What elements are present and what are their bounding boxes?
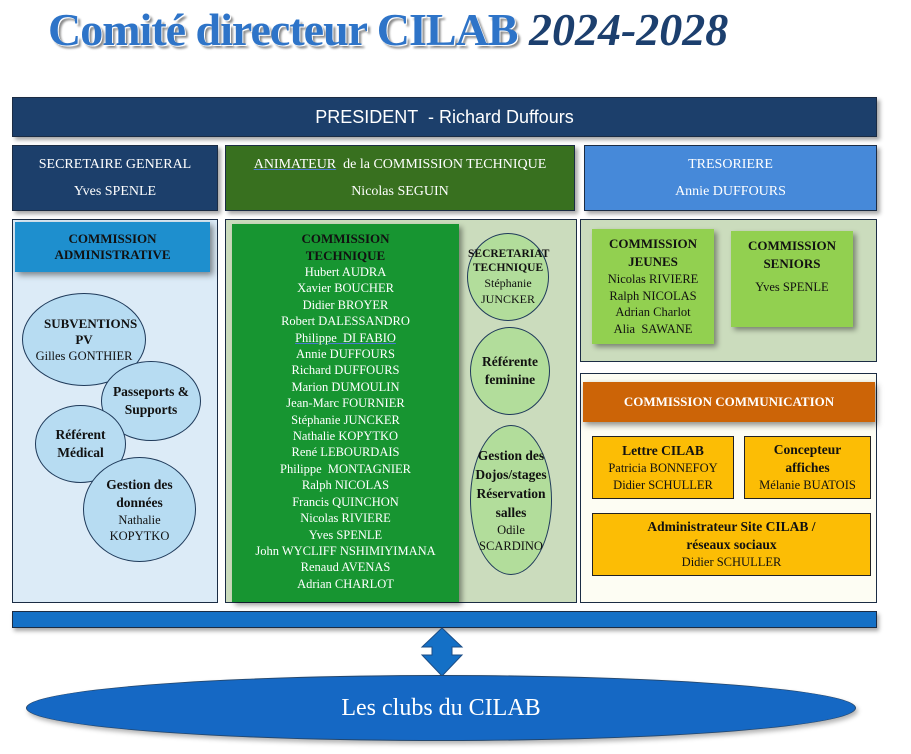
bubble-title: SECRETARIAT TECHNIQUE (468, 248, 550, 274)
bubble-gestion-donnees: Gestion des données Nathalie KOPYTKO (83, 457, 196, 562)
member-name: Nathalie KOPYTKO (292, 429, 399, 444)
member-name: Hubert AUDRA (304, 265, 387, 279)
member-name: Adrian Charlot (615, 305, 691, 319)
bubble-title: Référente feminine (482, 354, 538, 387)
role-title-part2: de la COMMISSION TECHNIQUE (336, 156, 547, 172)
double-arrow-icon (420, 627, 464, 677)
member-name: Francis QUINCHON (292, 494, 399, 509)
role-title-part1: ANIMATEUR (253, 156, 337, 172)
member-name: Ralph NICOLAS (301, 478, 390, 493)
member-name: Ralph NICOLAS (609, 288, 697, 303)
role-name: Yves SPENLE (73, 183, 157, 199)
clubs-ellipse: Les clubs du CILAB (26, 675, 856, 741)
member-name: Alia SAWANE (613, 321, 693, 336)
bubble-name: Nathalie KOPYTKO (109, 512, 170, 543)
role-title: TRESORIERE (688, 156, 773, 172)
bubble-name: Gilles GONTHIER (35, 348, 133, 363)
bubble-secretariat-technique: SECRETARIAT TECHNIQUE Stéphanie JUNCKER (467, 233, 549, 321)
member-name: Adrian CHARLOT (297, 576, 394, 591)
member-name: Didier BROYER (302, 297, 389, 312)
administrateur-site-box: Administrateur Site CILAB / réseaux soci… (592, 513, 871, 576)
member-name: Renaud AVENAS (300, 560, 391, 575)
member-name: John WYCLIFF NSHIMIYIMANA (255, 543, 436, 558)
member-name: Patricia BONNEFOY (608, 461, 718, 475)
role-name: Nicolas SEGUIN (351, 183, 449, 199)
member-name: Yves SPENLE (755, 280, 829, 294)
member-name: Marion DUMOULIN (291, 379, 400, 394)
commission-jeunes-box: COMMISSION JEUNES Nicolas RIVIERE Ralph N… (592, 229, 714, 344)
tresoriere-box: TRESORIERE Annie DUFFOURS (584, 145, 877, 211)
bubble-title: SUBVENTIONS PV (44, 315, 138, 347)
member-name: Didier SCHULLER (613, 477, 713, 492)
member-name: Philippe DI FABIO (295, 330, 396, 345)
member-name: Richard DUFFOURS (291, 363, 400, 378)
bubble-title: Gestion des données (106, 476, 173, 510)
member-name: Stéphanie JUNCKER (291, 412, 400, 427)
title-years: 2024-2028 (528, 4, 729, 55)
box-title: Concepteur affiches (773, 442, 842, 476)
commission-title: COMMISSION ADMINISTRATIVE (54, 231, 171, 262)
bubble-name: Odile (497, 523, 525, 537)
bubble-name: SCARDINO (479, 539, 543, 553)
commission-title: COMMISSION SENIORS (747, 238, 837, 271)
member-name: Xavier BOUCHER (297, 281, 394, 296)
member-name: Philippe MONTAGNIER (280, 461, 411, 476)
member-name: Didier SCHULLER (681, 555, 782, 570)
bubble-title: Passeports & Supports (112, 384, 190, 417)
member-name: Annie DUFFOURS (296, 347, 395, 362)
president-label: PRESIDENT - Richard Duffours (315, 106, 574, 127)
concepteur-affiches-box: Concepteur affiches Mélanie BUATOIS (744, 436, 871, 499)
title-main: Comité directeur CILAB (48, 4, 518, 55)
member-name: Nicolas RIVIERE (300, 511, 391, 526)
role-title: ANIMATEUR de la COMMISSION TECHNIQUE (254, 157, 547, 173)
commission-title: COMMISSION COMMUNICATION (623, 394, 835, 409)
box-title: Administrateur Site CILAB / réseaux soci… (647, 519, 816, 553)
president-box: PRESIDENT - Richard Duffours (12, 97, 877, 137)
member-name: Jean-Marc FOURNIER (286, 396, 405, 411)
bubble-name: JUNCKER (480, 292, 535, 306)
role-name: Annie DUFFOURS (675, 183, 786, 199)
bubble-title: Référent Médical (55, 427, 106, 460)
member-name: Yves SPENLE (308, 527, 383, 542)
bubble-referente-feminine: Référente feminine (470, 327, 550, 415)
bubble-name: Stéphanie (484, 276, 532, 290)
member-name: Mélanie BUATOIS (759, 478, 856, 493)
member-name: René LEBOURDAIS (291, 445, 400, 460)
animateur-box: ANIMATEUR de la COMMISSION TECHNIQUE Nic… (225, 145, 575, 211)
member-name: Robert DALESSANDRO (281, 314, 410, 329)
member-name: Nicolas RIVIERE (607, 272, 699, 286)
commission-communication-header: COMMISSION COMMUNICATION (583, 382, 875, 422)
commission-seniors-box: COMMISSION SENIORS Yves SPENLE (731, 231, 853, 327)
bubble-title: Gestion des Dojos/stages Réservation sal… (475, 448, 547, 520)
lettre-cilab-box: Lettre CILAB Patricia BONNEFOY Didier SC… (592, 436, 734, 499)
secretaire-general-box: SECRETAIRE GENERAL Yves SPENLE (12, 145, 218, 211)
bottom-connector-bar (12, 611, 877, 628)
bubble-gestion-dojos: Gestion des Dojos/stages Réservation sal… (470, 425, 552, 575)
page-title: Comité directeur CILAB 2024-2028 (48, 4, 728, 56)
commission-administrative-header: COMMISSION ADMINISTRATIVE (15, 222, 210, 272)
member-list: Nicolas RIVIERE Ralph NICOLAS Adrian Charl… (592, 271, 714, 337)
role-title: SECRETAIRE GENERAL (38, 156, 192, 172)
clubs-label: Les clubs du CILAB (341, 694, 541, 721)
commission-title: COMMISSION JEUNES (608, 236, 698, 269)
commission-technique-box: COMMISSION TECHNIQUE Hubert AUDRA Xavier … (232, 224, 459, 602)
box-title: Lettre CILAB (622, 443, 704, 458)
commission-title: COMMISSION TECHNIQUE (301, 231, 390, 263)
